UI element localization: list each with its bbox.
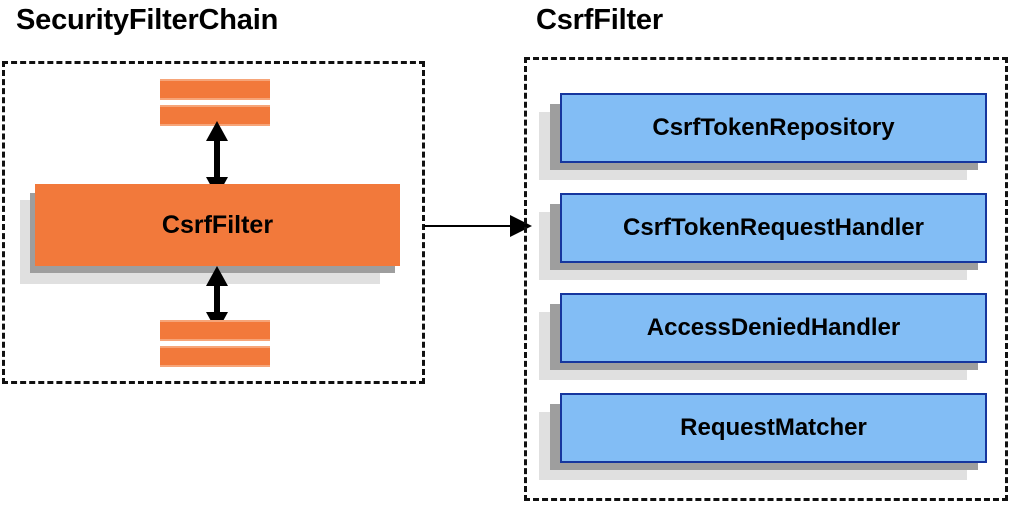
panel-title-csrffilter: CsrfFilter (536, 4, 663, 36)
filter-bar-below-1 (160, 320, 270, 341)
component-request-matcher-label: RequestMatcher (680, 414, 867, 441)
component-request-matcher[interactable]: RequestMatcher (560, 393, 987, 463)
component-csrf-token-request-handler[interactable]: CsrfTokenRequestHandler (560, 193, 987, 263)
component-csrf-token-request-handler-label: CsrfTokenRequestHandler (623, 214, 924, 241)
component-csrffilter-left-label: CsrfFilter (161, 210, 274, 239)
component-csrf-token-repository[interactable]: CsrfTokenRepository (560, 93, 987, 163)
group-box-csrffilter (524, 57, 1008, 501)
panel-title-security-filter-chain: SecurityFilterChain (16, 4, 279, 36)
filter-bar-above-1 (160, 79, 270, 100)
filter-bar-below-2 (160, 346, 270, 367)
component-csrf-token-repository-label: CsrfTokenRepository (652, 114, 895, 141)
component-access-denied-handler-label: AccessDeniedHandler (646, 314, 901, 341)
component-csrffilter-left[interactable]: CsrfFilter (35, 184, 400, 266)
arrow-chain-to-csrffilter (424, 215, 532, 237)
group-box-security-filter-chain (2, 61, 425, 384)
component-access-denied-handler[interactable]: AccessDeniedHandler (560, 293, 987, 363)
